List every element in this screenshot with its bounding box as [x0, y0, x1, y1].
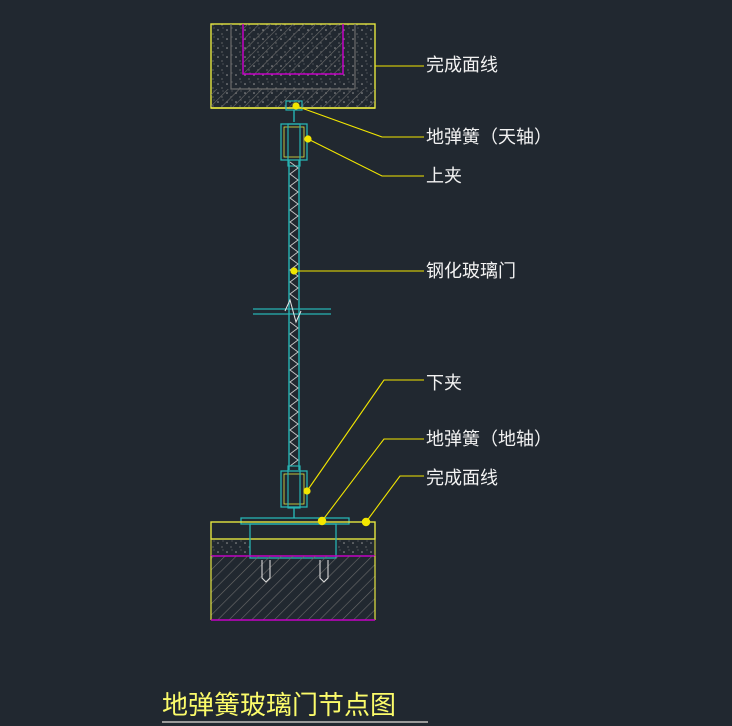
label-floor-spring-floor-pivot: 地弹簧（地轴） — [426, 429, 552, 450]
label-floor-spring-top-pivot: 地弹簧（天轴） — [426, 127, 552, 148]
label-finish-line-top: 完成面线 — [426, 55, 498, 76]
ceiling-section — [210, 23, 376, 109]
label-finish-line-bottom: 完成面线 — [426, 468, 498, 489]
lower-clamp — [280, 465, 308, 518]
anchor-bolts — [261, 560, 329, 583]
break-mark — [253, 298, 331, 324]
leader-lines — [294, 65, 424, 523]
drawing-title: 地弹簧玻璃门节点图 — [162, 691, 396, 721]
floor-section — [210, 517, 376, 621]
upper-clamp — [280, 123, 308, 167]
label-lower-clamp: 下夹 — [426, 373, 462, 394]
leader-dots — [290, 102, 371, 527]
label-tempered-glass-door: 钢化玻璃门 — [426, 261, 516, 282]
glass-door-panel — [253, 160, 331, 470]
label-upper-clamp: 上夹 — [426, 166, 462, 187]
top-pivot — [285, 100, 303, 122]
